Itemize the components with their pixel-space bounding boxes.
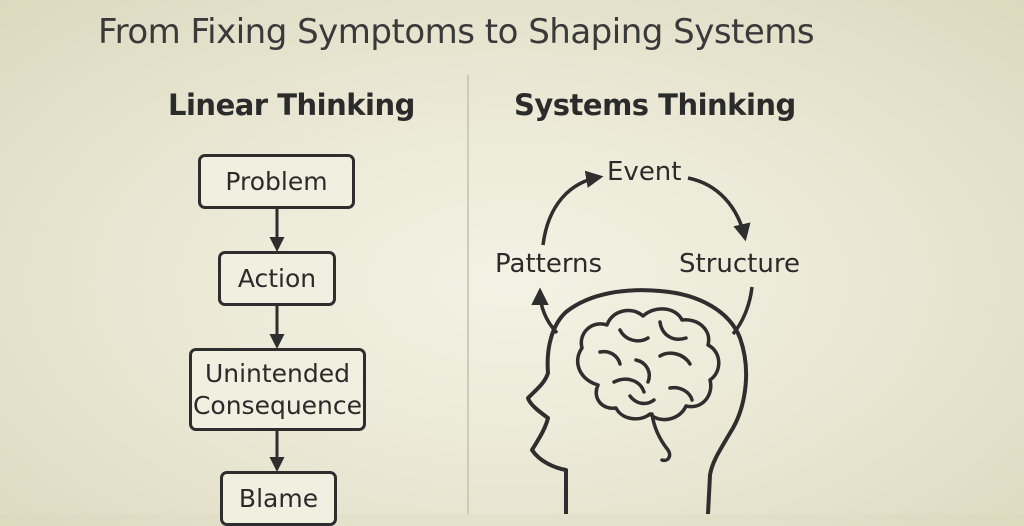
cycle-patterns-label: Patterns [495, 249, 603, 279]
arrow-patterns-to-event [541, 170, 604, 246]
step-unintended-label-line1: Unintended [204, 359, 351, 389]
cycle-event-label: Event [607, 157, 682, 187]
step-action-label: Action [237, 263, 317, 293]
column-divider [467, 75, 469, 514]
linear-thinking-heading: Linear Thinking [168, 88, 415, 122]
step-unintended-consequence: Unintended Consequence [189, 348, 366, 431]
step-blame: Blame [220, 471, 337, 526]
step-unintended-label-line2: Consequence [192, 390, 363, 420]
step-problem: Problem [198, 154, 355, 209]
step-problem-label: Problem [225, 166, 328, 196]
step-action: Action [218, 251, 336, 306]
cycle-structure-label: Structure [679, 249, 800, 279]
page-title: From Fixing Symptoms to Shaping Systems [98, 12, 815, 52]
arrow-event-to-structure [687, 176, 751, 242]
diagram-connectors [269, 170, 754, 514]
brain-icon [576, 307, 721, 463]
systems-thinking-heading: Systems Thinking [514, 88, 796, 122]
head-with-brain-icon [526, 288, 749, 514]
step-blame-label: Blame [238, 483, 319, 513]
